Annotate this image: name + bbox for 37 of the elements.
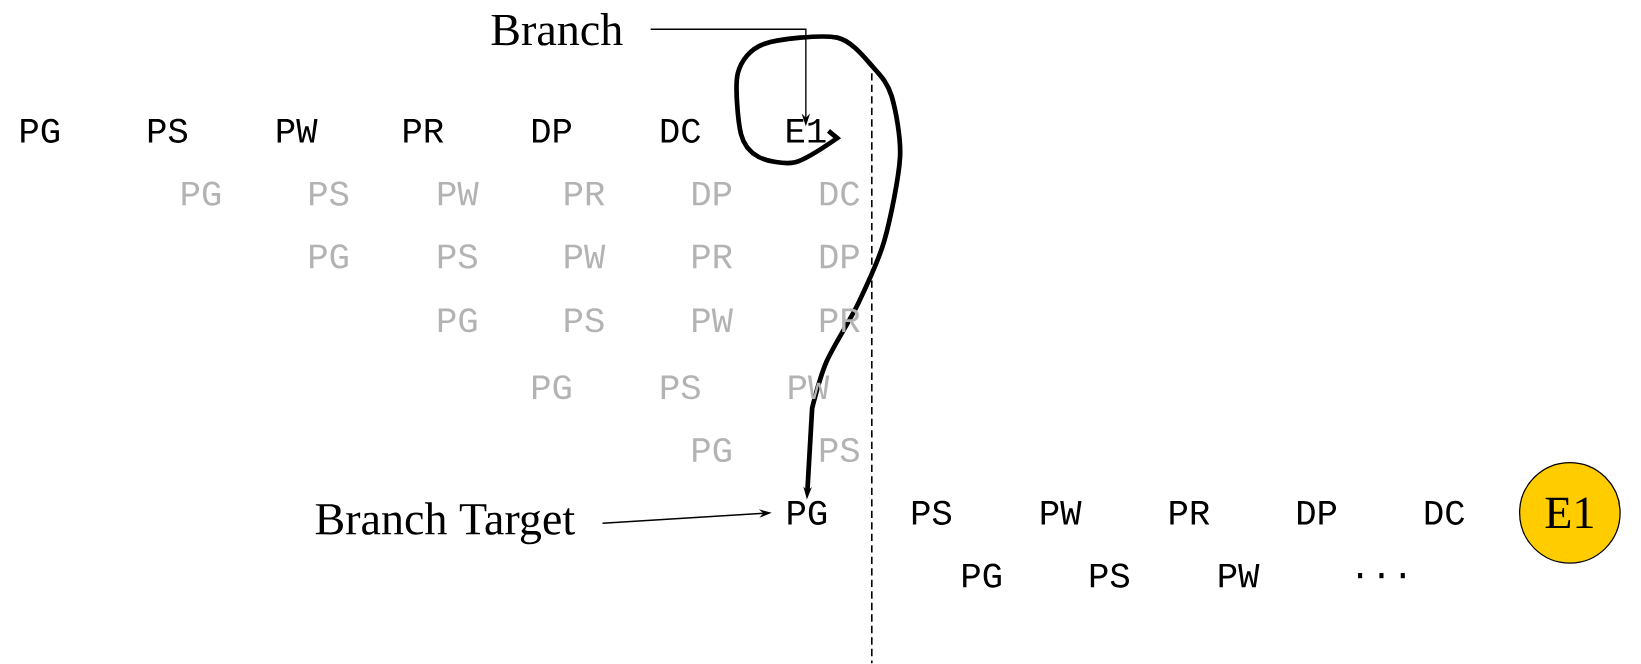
- stage-label: PG: [310, 244, 348, 269]
- stage-label: PS: [565, 308, 604, 333]
- stage-label: PG: [533, 375, 571, 400]
- stage-label: PW: [1219, 564, 1260, 588]
- text-label: Branch: [491, 13, 623, 46]
- stage-label: PW: [438, 182, 479, 206]
- stage-label: PS: [1090, 563, 1129, 588]
- text-label: Branch Target: [315, 502, 575, 545]
- stage-label: PS: [661, 375, 700, 400]
- stage-label: PS: [148, 119, 188, 144]
- stage-label: PS: [438, 244, 477, 269]
- stage-label: PR: [1170, 501, 1210, 525]
- stage-label: PG: [438, 308, 477, 333]
- stage-label: DP: [533, 119, 571, 143]
- stage-label: PG: [693, 438, 731, 463]
- stage-label: PR: [404, 119, 444, 143]
- stage-label: DC: [1425, 501, 1465, 526]
- stage-label: DC: [820, 181, 860, 206]
- stage-label: E1: [787, 119, 826, 143]
- stage-label: PS: [820, 438, 859, 463]
- stage-label: PG: [182, 181, 221, 206]
- stage-label: PW: [693, 308, 733, 333]
- stage-label: PG: [963, 563, 1001, 588]
- stage-label: PS: [912, 501, 952, 526]
- stage-label: PW: [565, 244, 606, 269]
- stage-label: PS: [310, 181, 349, 206]
- stage-label: ...: [1358, 573, 1405, 579]
- stage-label: PW: [1041, 501, 1082, 525]
- stage-label: PG: [21, 119, 59, 144]
- stage-label: DP: [820, 244, 859, 269]
- stage-label: PW: [277, 119, 318, 143]
- stage-label: PR: [693, 244, 733, 269]
- stage-label: DC: [661, 119, 701, 144]
- stage-label: DP: [693, 182, 732, 206]
- stage-label: DP: [1298, 501, 1337, 525]
- stage-label: PR: [565, 182, 605, 206]
- stage-label: PG: [788, 501, 827, 526]
